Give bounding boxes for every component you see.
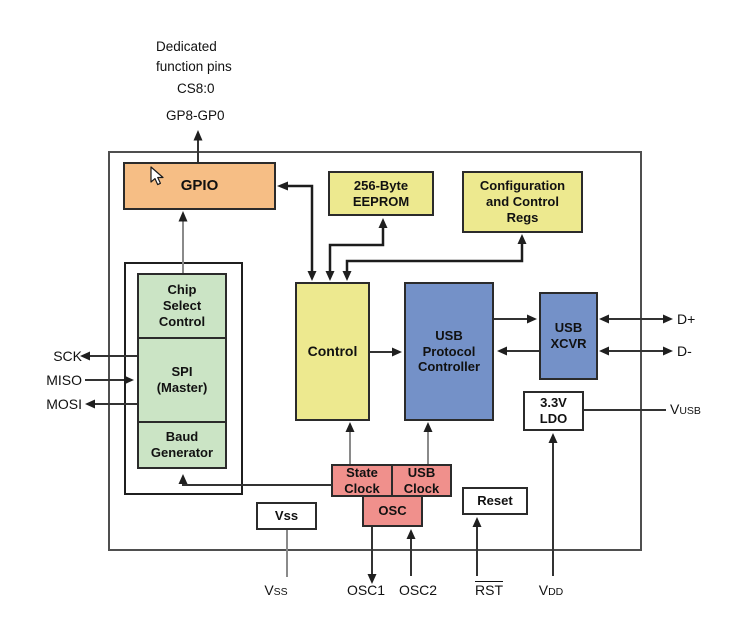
baud-generator-block: Baud Generator — [137, 421, 227, 469]
pin-label-vss: VSS — [264, 582, 288, 598]
usb-clock-block: USB Clock — [391, 464, 452, 497]
spi-module-stack: Chip Select Control SPI (Master) Baud Ge… — [137, 273, 227, 469]
pin-label-miso: MISO — [46, 372, 82, 388]
state-clock-block: State Clock — [331, 464, 393, 497]
pin-label-vusb: VUSB — [670, 401, 701, 417]
pin-label-d-plus: D+ — [677, 311, 696, 327]
spi-master-block: SPI (Master) — [137, 337, 227, 423]
gp-pins-label: GP8-GP0 — [166, 108, 225, 123]
mouse-cursor-icon — [150, 166, 164, 186]
ldo-block: 3.3V LDO — [523, 391, 584, 431]
reset-block: Reset — [462, 487, 528, 515]
pin-label-vdd: VDD — [538, 582, 564, 598]
control-block: Control — [295, 282, 370, 421]
usb-protocol-controller-block: USB Protocol Controller — [404, 282, 494, 421]
pin-label-osc2: OSC2 — [398, 582, 438, 598]
osc-block: OSC — [362, 495, 423, 527]
pin-label-sck: SCK — [53, 348, 82, 364]
vss-block: Vss — [256, 502, 317, 530]
config-regs-block: Configuration and Control Regs — [462, 171, 583, 233]
usb-xcvr-block: USB XCVR — [539, 292, 598, 380]
pin-label-rst: RST — [475, 582, 503, 598]
dedicated-function-pins-label: Dedicated function pins — [156, 39, 232, 74]
gpio-block: GPIO — [123, 162, 276, 210]
chip-select-control-block: Chip Select Control — [137, 273, 227, 339]
eeprom-block: 256-Byte EEPROM — [328, 171, 434, 216]
cs-pins-label: CS8:0 — [177, 81, 215, 96]
pin-label-mosi: MOSI — [46, 396, 82, 412]
pin-label-d-minus: D- — [677, 343, 692, 359]
pin-label-osc1: OSC1 — [346, 582, 386, 598]
